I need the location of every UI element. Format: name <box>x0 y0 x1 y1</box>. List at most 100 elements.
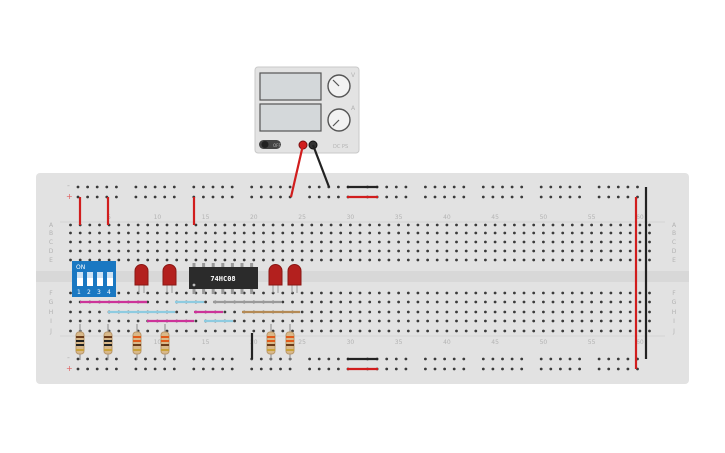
breadboard-hole[interactable] <box>455 291 458 295</box>
breadboard-hole[interactable] <box>349 249 352 253</box>
breadboard-hole[interactable] <box>474 319 478 323</box>
breadboard-hole[interactable] <box>619 300 622 304</box>
led[interactable] <box>287 264 302 293</box>
breadboard-hole[interactable] <box>416 223 420 227</box>
breadboard-hole[interactable] <box>78 240 82 244</box>
breadboard-hole[interactable] <box>416 240 420 244</box>
breadboard-hole[interactable] <box>329 240 333 244</box>
breadboard-hole[interactable] <box>513 319 516 323</box>
breadboard-hole[interactable] <box>117 329 121 333</box>
breadboard-hole[interactable] <box>339 249 343 253</box>
breadboard-hole[interactable] <box>156 300 159 304</box>
breadboard-hole[interactable] <box>609 223 613 227</box>
breadboard-hole[interactable] <box>445 291 449 295</box>
breadboard-hole[interactable] <box>580 310 584 314</box>
breadboard-hole[interactable] <box>406 249 410 253</box>
rail-hole[interactable] <box>443 195 446 199</box>
breadboard-hole[interactable] <box>474 300 478 304</box>
breadboard-hole[interactable] <box>445 300 449 304</box>
breadboard-hole[interactable] <box>648 319 651 323</box>
breadboard-hole[interactable] <box>561 291 565 295</box>
breadboard-hole[interactable] <box>194 240 198 244</box>
breadboard-hole[interactable] <box>310 310 314 314</box>
breadboard-hole[interactable] <box>406 329 410 333</box>
breadboard-hole[interactable] <box>126 231 130 235</box>
wire-red[interactable] <box>289 144 305 198</box>
breadboard-hole[interactable] <box>78 258 82 262</box>
rail-hole[interactable] <box>636 185 639 189</box>
rail-hole[interactable] <box>568 367 572 371</box>
breadboard-hole[interactable] <box>252 231 256 235</box>
breadboard-hole[interactable] <box>580 249 584 253</box>
breadboard-hole[interactable] <box>88 223 92 227</box>
rail-hole[interactable] <box>597 195 601 199</box>
breadboard-hole[interactable] <box>503 231 507 235</box>
rail-hole[interactable] <box>192 185 196 189</box>
rail-hole[interactable] <box>385 185 389 189</box>
breadboard-hole[interactable] <box>426 291 429 295</box>
breadboard-hole[interactable] <box>204 231 208 235</box>
breadboard-hole[interactable] <box>561 240 565 244</box>
breadboard-hole[interactable] <box>464 310 468 314</box>
rail-hole[interactable] <box>115 357 118 361</box>
rail-hole[interactable] <box>211 367 215 371</box>
breadboard-hole[interactable] <box>580 240 584 244</box>
breadboard-hole[interactable] <box>136 319 140 323</box>
breadboard-hole[interactable] <box>368 240 372 244</box>
breadboard-hole[interactable] <box>320 240 323 244</box>
breadboard-hole[interactable] <box>377 231 381 235</box>
breadboard-hole[interactable] <box>377 249 381 253</box>
breadboard-hole[interactable] <box>464 291 468 295</box>
breadboard-hole[interactable] <box>310 319 314 323</box>
breadboard-hole[interactable] <box>165 240 169 244</box>
breadboard-hole[interactable] <box>368 291 372 295</box>
rail-hole[interactable] <box>559 357 562 361</box>
breadboard-hole[interactable] <box>223 223 227 227</box>
led[interactable] <box>268 264 283 293</box>
breadboard-hole[interactable] <box>561 329 565 333</box>
breadboard-hole[interactable] <box>339 258 343 262</box>
rail-hole[interactable] <box>404 357 408 361</box>
breadboard-hole[interactable] <box>590 258 593 262</box>
breadboard-hole[interactable] <box>117 249 121 253</box>
breadboard-hole[interactable] <box>262 319 265 323</box>
breadboard-hole[interactable] <box>609 240 613 244</box>
rail-hole[interactable] <box>568 185 572 189</box>
rail-hole[interactable] <box>308 195 311 199</box>
rail-hole[interactable] <box>76 195 80 199</box>
breadboard-hole[interactable] <box>464 329 468 333</box>
breadboard-hole[interactable] <box>136 249 140 253</box>
breadboard-hole[interactable] <box>117 319 121 323</box>
breadboard-hole[interactable] <box>455 258 458 262</box>
rail-hole[interactable] <box>452 357 456 361</box>
breadboard-hole[interactable] <box>98 223 101 227</box>
breadboard-hole[interactable] <box>88 329 92 333</box>
rail-hole[interactable] <box>539 185 543 189</box>
rail-hole[interactable] <box>288 185 292 189</box>
rail-hole[interactable] <box>86 185 89 189</box>
breadboard-hole[interactable] <box>484 240 487 244</box>
leds[interactable] <box>134 264 302 293</box>
rail-hole[interactable] <box>424 185 427 189</box>
breadboard-hole[interactable] <box>310 223 314 227</box>
breadboard-hole[interactable] <box>619 249 622 253</box>
rail-hole[interactable] <box>105 185 109 189</box>
breadboard-hole[interactable] <box>493 249 497 253</box>
breadboard-hole[interactable] <box>397 291 400 295</box>
breadboard-hole[interactable] <box>242 329 246 333</box>
breadboard-hole[interactable] <box>416 329 420 333</box>
breadboard-hole[interactable] <box>126 329 130 333</box>
breadboard-hole[interactable] <box>387 258 391 262</box>
breadboard-hole[interactable] <box>570 329 574 333</box>
dip-toggle[interactable] <box>77 272 83 286</box>
breadboard-hole[interactable] <box>532 300 536 304</box>
breadboard-hole[interactable] <box>271 240 275 244</box>
breadboard-hole[interactable] <box>98 258 101 262</box>
breadboard-hole[interactable] <box>397 310 400 314</box>
breadboard-hole[interactable] <box>609 231 613 235</box>
rail-hole[interactable] <box>337 185 340 189</box>
rail-hole[interactable] <box>462 195 466 199</box>
breadboard-hole[interactable] <box>136 258 140 262</box>
